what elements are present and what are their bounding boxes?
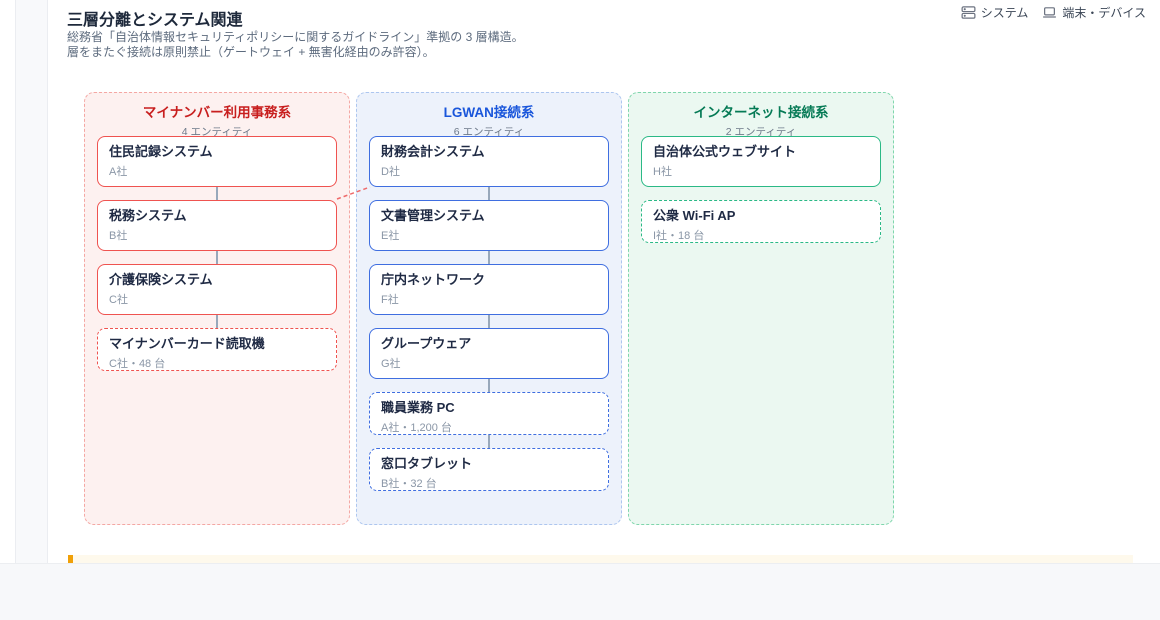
- zone-lgwan-header: LGWAN接続系 6 エンティティ: [357, 93, 621, 139]
- zone-internet-count: 2 エンティティ: [725, 126, 797, 138]
- entity-sub: B社・32 台: [381, 478, 437, 490]
- zone-internet-stack: 自治体公式ウェブサイト H社 公衆 Wi-Fi AP I社・18 台: [641, 136, 881, 243]
- entity-title: 住民記録システム: [109, 144, 213, 159]
- entity-title: 介護保険システム: [109, 272, 213, 287]
- zone-lgwan-stack: 財務会計システム D社 文書管理システム E社 庁内ネットワーク F社 グループ…: [369, 136, 609, 491]
- entity-title: 文書管理システム: [381, 208, 485, 223]
- entity-sub: H社: [653, 166, 672, 178]
- entity-card[interactable]: グループウェア G社: [369, 328, 609, 379]
- entity-sub: D社: [381, 166, 400, 178]
- entity-title: グループウェア: [381, 336, 472, 351]
- connector-line: [216, 187, 218, 200]
- entity-card[interactable]: 税務システム B社: [97, 200, 337, 251]
- legend-item-system: システム: [961, 4, 1029, 21]
- entity-card[interactable]: 職員業務 PC A社・1,200 台: [369, 392, 609, 435]
- entity-card[interactable]: 自治体公式ウェブサイト H社: [641, 136, 881, 187]
- note-bar-accent: [68, 555, 73, 567]
- entity-sub: A社・1,200 台: [381, 422, 452, 434]
- entity-title: 自治体公式ウェブサイト: [653, 144, 797, 159]
- page-subtitle-line2: 層をまたぐ接続は原則禁止（ゲートウェイ + 無害化経由のみ許容）。: [67, 45, 435, 59]
- entity-title: 窓口タブレット: [381, 456, 473, 471]
- page-subtitle: 総務省「自治体情報セキュリティポリシーに関するガイドライン」準拠の 3 層構造。…: [67, 30, 524, 60]
- legend-label-system: システム: [980, 6, 1029, 20]
- entity-sub: A社: [109, 166, 128, 178]
- zone-internet-title: インターネット接続系: [693, 105, 829, 120]
- entity-title: 庁内ネットワーク: [381, 272, 486, 287]
- entity-card[interactable]: 住民記録システム A社: [97, 136, 337, 187]
- footer-area: [0, 563, 1160, 620]
- entity-card[interactable]: 文書管理システム E社: [369, 200, 609, 251]
- entity-sub: I社・18 台: [653, 230, 705, 242]
- entity-sub: G社: [381, 358, 401, 370]
- zone-mynumber-header: マイナンバー利用事務系 4 エンティティ: [85, 93, 349, 139]
- connector-line: [216, 251, 218, 264]
- entity-card[interactable]: 窓口タブレット B社・32 台: [369, 448, 609, 491]
- entity-title: 職員業務 PC: [381, 400, 455, 415]
- connector-line: [488, 435, 490, 448]
- stack-gap: [641, 187, 881, 200]
- entity-title: マイナンバーカード読取機: [109, 336, 265, 351]
- legend: システム 端末・デバイス: [961, 4, 1146, 21]
- zone-internet: インターネット接続系 2 エンティティ 自治体公式ウェブサイト H社 公衆 Wi…: [628, 92, 894, 525]
- connector-line: [488, 251, 490, 264]
- zone-mynumber: マイナンバー利用事務系 4 エンティティ 住民記録システム A社 税務システム …: [84, 92, 350, 525]
- zone-lgwan-count: 6 エンティティ: [453, 126, 525, 138]
- entity-sub: F社: [381, 294, 399, 306]
- connector-line: [216, 315, 218, 328]
- zone-mynumber-count: 4 エンティティ: [181, 126, 253, 138]
- entity-card[interactable]: 財務会計システム D社: [369, 136, 609, 187]
- zone-lgwan-title: LGWAN接続系: [443, 105, 535, 120]
- legend-label-device: 端末・デバイス: [1062, 6, 1146, 20]
- entity-card[interactable]: 介護保険システム C社: [97, 264, 337, 315]
- legend-item-device: 端末・デバイス: [1042, 4, 1146, 21]
- zone-internet-header: インターネット接続系 2 エンティティ: [629, 93, 893, 139]
- zone-mynumber-stack: 住民記録システム A社 税務システム B社 介護保険システム C社 マイナンバー…: [97, 136, 337, 371]
- zone-mynumber-title: マイナンバー利用事務系: [142, 105, 292, 120]
- page-subtitle-line1: 総務省「自治体情報セキュリティポリシーに関するガイドライン」準拠の 3 層構造。: [67, 30, 524, 44]
- entity-sub: B社: [109, 230, 128, 242]
- entity-sub: E社: [381, 230, 400, 242]
- connector-line: [488, 315, 490, 328]
- entity-card[interactable]: マイナンバーカード読取機 C社・48 台: [97, 328, 337, 371]
- entity-title: 税務システム: [109, 208, 187, 223]
- entity-title: 公衆 Wi-Fi AP: [653, 208, 736, 223]
- entity-sub: C社・48 台: [109, 358, 166, 370]
- server-stack-icon: [961, 5, 976, 20]
- entity-card[interactable]: 公衆 Wi-Fi AP I社・18 台: [641, 200, 881, 243]
- connector-line: [488, 379, 490, 392]
- page-title: 三層分離とシステム関連: [67, 12, 243, 29]
- entity-title: 財務会計システム: [381, 144, 485, 159]
- left-gutter-strip: [15, 0, 48, 563]
- zone-lgwan: LGWAN接続系 6 エンティティ 財務会計システム D社 文書管理システム E…: [356, 92, 622, 525]
- entity-sub: C社: [109, 294, 128, 306]
- laptop-icon: [1042, 5, 1057, 20]
- entity-card[interactable]: 庁内ネットワーク F社: [369, 264, 609, 315]
- connector-line: [488, 187, 490, 200]
